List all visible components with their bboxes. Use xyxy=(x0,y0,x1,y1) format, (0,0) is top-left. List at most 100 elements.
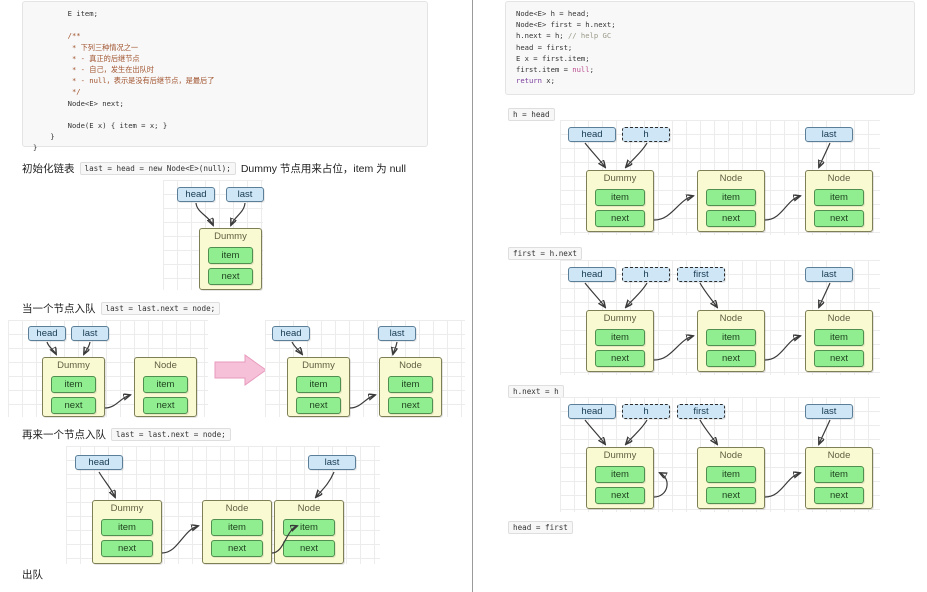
pointer-last: last xyxy=(226,187,264,202)
node-field-item: item xyxy=(595,466,645,483)
diagram-enqueue-one-before: head last Dummy item next Node item next xyxy=(8,320,208,417)
node-field-item: item xyxy=(814,189,864,206)
caption-enqueue-two-code: last = last.next = node; xyxy=(111,428,231,441)
diagram-init: head last Dummy item next xyxy=(163,180,264,290)
node-field-next: next xyxy=(283,540,335,557)
node-dummy: Dummy item next xyxy=(586,310,654,372)
caption-enqueue-two: 再来一个节点入队 last = last.next = node; xyxy=(22,427,231,442)
node-field-next: next xyxy=(388,397,433,414)
panel-divider xyxy=(472,0,473,592)
step-label-hnext-eq-h: h.next = h xyxy=(508,381,564,399)
node-field-next: next xyxy=(706,487,756,504)
node-title: Node xyxy=(719,450,743,461)
node-title: Node xyxy=(719,173,743,184)
pointer-head: head xyxy=(272,326,310,341)
step-label-head-eq-first: head = first xyxy=(508,517,573,535)
node-1: Node item next xyxy=(134,357,197,417)
pointer-head: head xyxy=(75,455,123,470)
pointer-last: last xyxy=(805,404,853,419)
node-field-item: item xyxy=(595,189,645,206)
caption-enqueue-one-code: last = last.next = node; xyxy=(100,302,221,315)
node-field-next: next xyxy=(706,350,756,367)
node-title: Node xyxy=(297,503,321,514)
caption-init-zh: 初始化链表 xyxy=(22,163,75,175)
node-1: Node item next xyxy=(697,310,765,372)
diagram-first-eq-hnext: head h first last Dummy item next Node i… xyxy=(560,260,880,375)
node-field-item: item xyxy=(814,466,864,483)
left-code-block: E item; /** * 下列三种情况之一 * - 真正的后继节点 * - 自… xyxy=(22,1,428,152)
node-title: Node xyxy=(827,313,851,324)
node-title: Node xyxy=(225,503,249,514)
node-field-next: next xyxy=(595,487,645,504)
node-field-item: item xyxy=(595,329,645,346)
pointer-last: last xyxy=(308,455,356,470)
node-field-item: item xyxy=(283,519,335,536)
node-2: Node item next xyxy=(805,170,873,232)
node-field-next: next xyxy=(814,350,864,367)
node-title: Node xyxy=(719,313,743,324)
node-dummy: Dummy item next xyxy=(586,170,654,232)
diagram-h-eq-head: head h last Dummy item next Node item ne… xyxy=(560,120,880,235)
node-title: Dummy xyxy=(57,360,90,371)
node-2: Node item next xyxy=(805,310,873,372)
pointer-head: head xyxy=(177,187,215,202)
node-field-next: next xyxy=(51,397,96,414)
node-title: Dummy xyxy=(302,360,335,371)
node-field-next: next xyxy=(208,268,253,285)
node-field-item: item xyxy=(143,376,188,393)
node-title: Dummy xyxy=(214,231,247,242)
node-1: Node item next xyxy=(697,447,765,509)
right-code-block: Node<E> h = head; Node<E> first = h.next… xyxy=(505,1,915,95)
caption-init-tail: Dummy 节点用来占位，item 为 null xyxy=(240,163,406,175)
node-field-next: next xyxy=(101,540,153,557)
pointer-last: last xyxy=(71,326,109,341)
caption-dequeue-zh: 出队 xyxy=(22,569,43,581)
node-field-item: item xyxy=(814,329,864,346)
caption-dequeue: 出队 xyxy=(22,567,43,582)
node-title: Node xyxy=(399,360,422,371)
pointer-last: last xyxy=(805,267,853,282)
node-1: Node item next xyxy=(697,170,765,232)
caption-enqueue-one-zh: 当一个节点入队 xyxy=(22,303,96,315)
node-field-item: item xyxy=(101,519,153,536)
node-field-next: next xyxy=(814,210,864,227)
transition-arrow-icon xyxy=(214,354,267,386)
pointer-head: head xyxy=(568,127,616,142)
node-field-next: next xyxy=(595,210,645,227)
node-field-next: next xyxy=(296,397,341,414)
node-field-next: next xyxy=(595,350,645,367)
node-title: Dummy xyxy=(603,313,637,324)
node-field-item: item xyxy=(208,247,253,264)
pointer-last: last xyxy=(378,326,416,341)
caption-enqueue-one: 当一个节点入队 last = last.next = node; xyxy=(22,301,221,316)
pointer-head: head xyxy=(568,267,616,282)
node-field-item: item xyxy=(211,519,263,536)
node-title: Dummy xyxy=(603,450,637,461)
node-dummy: Dummy item next xyxy=(586,447,654,509)
caption-enqueue-two-zh: 再来一个节点入队 xyxy=(22,429,106,441)
diagram-enqueue-two: head last Dummy item next Node item next… xyxy=(66,446,380,564)
node-field-next: next xyxy=(706,210,756,227)
pointer-head: head xyxy=(568,404,616,419)
pointer-h: h xyxy=(622,267,670,282)
node-dummy: Dummy item next xyxy=(92,500,162,564)
caption-init: 初始化链表 last = head = new Node<E>(null); D… xyxy=(22,161,406,176)
caption-init-code: last = head = new Node<E>(null); xyxy=(79,162,236,175)
node-1: Node item next xyxy=(379,357,442,417)
step-label-h-eq-head: h = head xyxy=(508,104,555,122)
node-field-next: next xyxy=(211,540,263,557)
pointer-first: first xyxy=(677,404,725,419)
pointer-h: h xyxy=(622,127,670,142)
node-dummy: Dummy item next xyxy=(287,357,350,417)
pointer-head: head xyxy=(28,326,66,341)
node-title: Node xyxy=(827,173,851,184)
node-field-item: item xyxy=(706,329,756,346)
node-field-item: item xyxy=(296,376,341,393)
node-field-next: next xyxy=(143,397,188,414)
pointer-last: last xyxy=(805,127,853,142)
pointer-first: first xyxy=(677,267,725,282)
node-field-item: item xyxy=(51,376,96,393)
node-2: Node item next xyxy=(805,447,873,509)
node-field-item: item xyxy=(388,376,433,393)
